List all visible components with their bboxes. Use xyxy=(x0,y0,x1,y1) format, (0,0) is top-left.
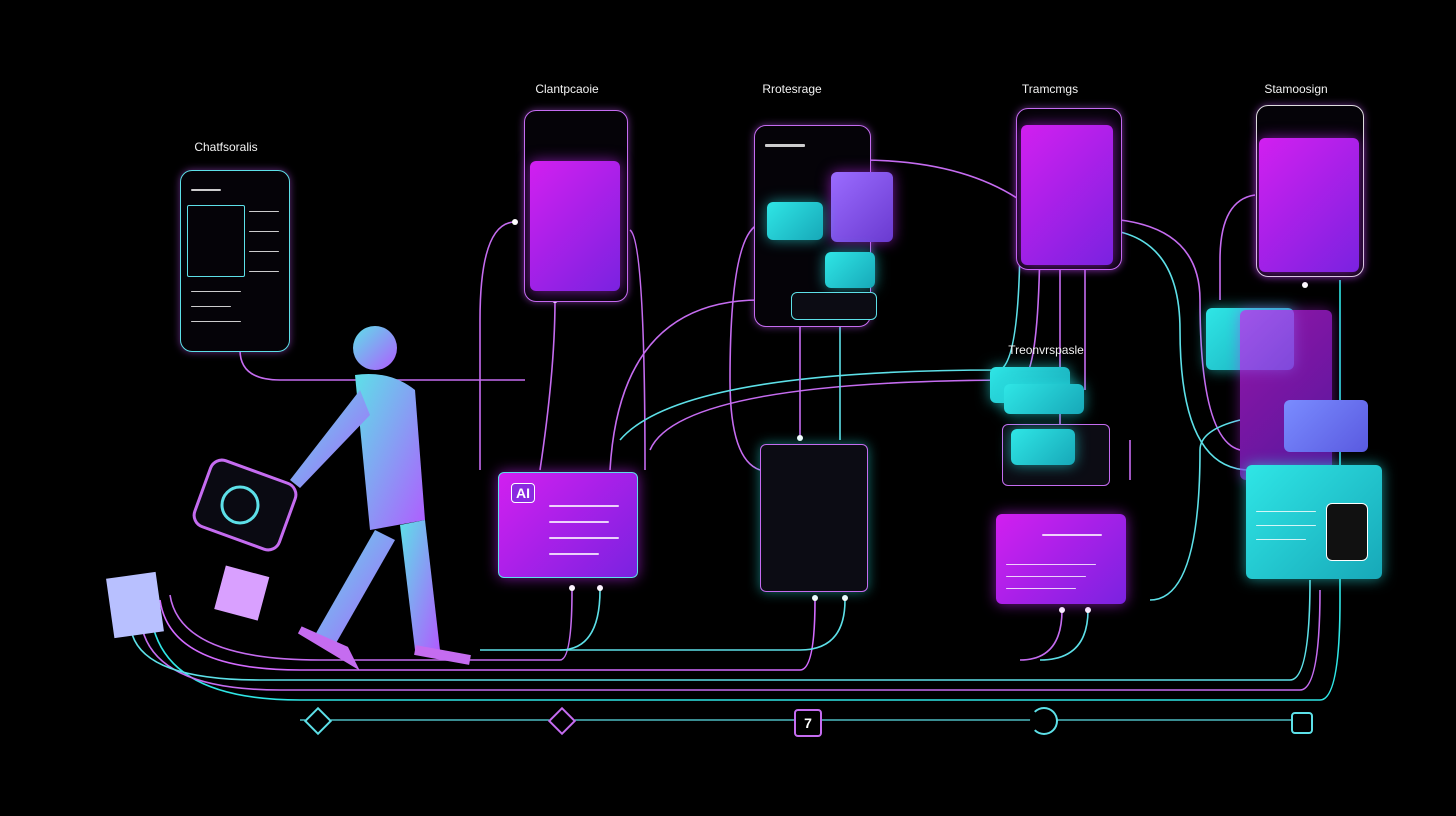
half-circle-icon[interactable] xyxy=(1030,707,1058,735)
ai-badge: AI xyxy=(511,483,535,503)
walking-person-illustration xyxy=(106,326,471,670)
phone-device xyxy=(1256,105,1364,277)
phone-device xyxy=(754,125,893,327)
stage-label: Chatfsoralis xyxy=(194,140,258,154)
phone-device xyxy=(524,110,628,302)
stage-label: Stamoosign xyxy=(1264,82,1328,96)
phone-device xyxy=(1016,108,1122,270)
summary-card xyxy=(1246,465,1382,579)
ai-card: AI xyxy=(498,472,638,578)
stage-label: Clantpcaoie xyxy=(535,82,599,96)
step-7-node[interactable]: 7 xyxy=(794,709,822,737)
document-device xyxy=(180,170,290,352)
phone-screen xyxy=(530,161,620,291)
stage-label: Tramcmgs xyxy=(1021,82,1079,96)
blueprint-card xyxy=(760,444,868,592)
stage-label: Treonvrspasle xyxy=(1008,343,1084,357)
chart-panel xyxy=(187,205,245,277)
profile-card xyxy=(996,514,1126,604)
bracket-icon[interactable] xyxy=(1291,712,1313,734)
stage-label: Rrotesrage xyxy=(762,82,822,96)
